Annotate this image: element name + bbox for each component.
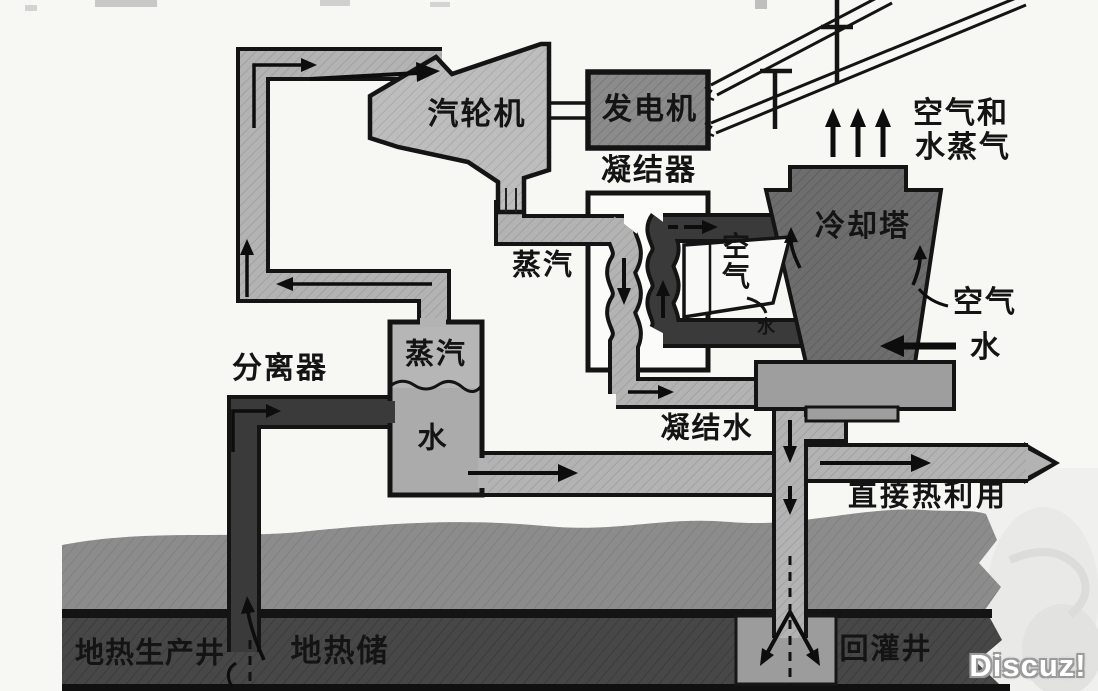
transmission-lines [704,0,1027,138]
water-makeup-label: 水 [970,331,1002,364]
reservoir-label: 地热储 [290,633,390,669]
separator-water-label: 水 [417,422,449,455]
soil-layer [62,509,1001,610]
air-intake-label: 空气 [953,286,1017,319]
power-pole-2 [821,0,853,84]
injection-well-label: 回灌井 [839,633,933,666]
separator-steam-label: 蒸汽 [404,338,468,371]
scan-artifacts [25,0,767,11]
well-dashed-lines [248,556,792,690]
generator-label: 发电机 [602,93,698,126]
exhaust-label-line1: 空气和 [913,97,1009,130]
injection-well-patch [734,614,838,686]
power-pole-1 [760,68,792,129]
ground-layers [62,509,1010,691]
cooling-tower-label: 冷却塔 [815,210,911,243]
turbine-shape [367,41,552,215]
steam-flow-label: 蒸汽 [511,249,575,282]
steam-loop-pipe [236,47,451,332]
soil-reservoir-divider [62,609,992,618]
air-intake-panel [682,235,793,320]
air-in-tower-label: 空气 [722,231,751,293]
turbine-label: 汽轮机 [427,96,527,132]
production-well-label: 地热生产井 [74,637,226,670]
water-drip-label: 水 [757,317,775,337]
discuz-watermark: Discuz! [969,648,1087,683]
background-watermark-blob [980,468,1098,691]
condenser-label: 凝结器 [601,154,697,187]
bottom-strip [62,684,1010,691]
flow-arrows [226,58,956,688]
condensate-label: 凝结水 [660,412,754,445]
generator-box [585,69,711,151]
direct-heat-label: 直接热利用 [847,480,1009,513]
hot-water-pipes [462,442,1060,497]
turbine-generator-shaft [549,101,592,120]
exhaust-label-line2: 水蒸气 [915,131,1011,164]
cooling-tower-basin [754,360,956,423]
separator-label: 分离器 [232,352,328,385]
